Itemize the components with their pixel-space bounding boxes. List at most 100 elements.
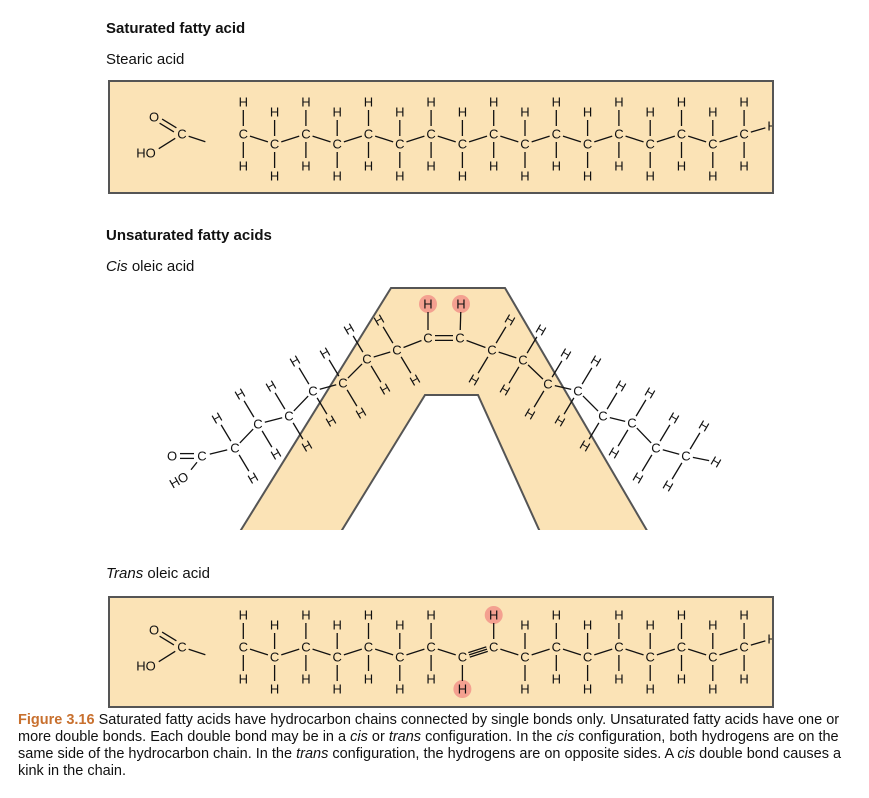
carbon-atom: C — [739, 127, 748, 142]
carbon-atom: C — [308, 384, 317, 399]
hydrogen-atom: H — [364, 95, 373, 110]
carbon-atom: C — [552, 640, 561, 655]
single-bond — [343, 648, 363, 656]
hydrogen-atom: H — [489, 608, 498, 623]
hydrogen-atom: H — [301, 159, 310, 174]
carbon-atom: C — [455, 331, 464, 346]
carbon-atom: C — [458, 650, 467, 665]
single-bond — [406, 135, 425, 143]
hydrogen-atom: H — [767, 632, 772, 647]
hydrogen-atom: H — [270, 618, 279, 633]
hydrogen-atom: H — [708, 453, 724, 471]
carbon-atom: C — [552, 127, 561, 142]
single-bond — [188, 135, 206, 143]
carbon-atom: C — [677, 127, 686, 142]
hydrogen-atom: H — [364, 159, 373, 174]
single-bond — [551, 360, 563, 378]
carbon-atom: C — [583, 137, 592, 152]
caption-trans: trans — [296, 746, 329, 762]
single-bond — [158, 137, 176, 150]
hydrogen-atom: H — [520, 105, 529, 120]
single-bond — [495, 326, 507, 344]
carbon-atom: C — [458, 137, 467, 152]
single-bond — [274, 392, 286, 410]
hydrogen-atom: H — [458, 105, 467, 120]
carbon-atom: C — [708, 137, 717, 152]
single-bond — [617, 429, 629, 447]
single-bond — [328, 359, 340, 377]
hydrogen-atom: H — [552, 95, 561, 110]
carbon-atom: C — [646, 650, 655, 665]
hydrogen-atom: H — [739, 159, 748, 174]
hydrogen-atom: H — [708, 682, 717, 697]
figure-label: Figure 3.16 — [18, 712, 95, 728]
cis-oleic-rest: oleic acid — [127, 258, 195, 275]
single-bond — [374, 135, 394, 143]
carbon-atom: C — [395, 137, 404, 152]
trans-oleic-acid-label: Trans oleic acid — [106, 565, 210, 582]
carbon-atom: C — [708, 650, 717, 665]
single-bond — [625, 648, 644, 656]
hydrogen-atom: H — [426, 672, 435, 687]
single-bond — [466, 339, 486, 349]
carbon-atom: C — [518, 353, 527, 368]
hydrogen-atom: H — [301, 95, 310, 110]
hydrogen-atom: H — [614, 159, 623, 174]
hydrogen-atom: H — [268, 445, 284, 463]
saturated-heading: Saturated fatty acid — [106, 20, 246, 37]
carbon-atom: C — [489, 127, 498, 142]
single-bond — [719, 648, 738, 656]
single-bond — [533, 390, 545, 408]
hydrogen-atom: H — [558, 345, 574, 363]
carbon-atom: C — [677, 640, 686, 655]
hydrogen-atom: H — [270, 169, 279, 184]
single-bond — [526, 336, 538, 354]
hydrogen-atom: H — [520, 169, 529, 184]
hydrogen-atom: H — [660, 477, 676, 495]
hydrogen-atom: H — [614, 608, 623, 623]
single-bond — [249, 135, 269, 143]
carbon-atom: C — [627, 416, 636, 431]
trans-oleic-rest: oleic acid — [143, 565, 210, 582]
hydrogen-atom: H — [767, 119, 772, 134]
hydrogen-atom: H — [614, 672, 623, 687]
hydrogen-atom: H — [245, 469, 261, 487]
single-bond — [671, 462, 683, 480]
single-bond — [563, 397, 575, 415]
carbon-atom: C — [426, 127, 435, 142]
cis-oleic-acid-panel — [239, 287, 648, 530]
single-bond — [500, 135, 519, 143]
carbon-atom: C — [177, 127, 186, 142]
hydrogen-atom: H — [696, 417, 712, 435]
hydrogen-atom: H — [426, 159, 435, 174]
hydrogen-atom: H — [333, 105, 342, 120]
double-bond — [159, 122, 175, 133]
single-bond — [346, 389, 358, 407]
carbon-atom: C — [573, 384, 582, 399]
hydroxyl-group: HO — [136, 659, 156, 674]
hydrogen-atom: H — [426, 608, 435, 623]
single-bond — [373, 351, 391, 358]
hydrogen-atom: H — [317, 344, 333, 362]
single-bond — [437, 648, 456, 656]
cis-oleic-acid-label: Cis oleic acid — [106, 258, 194, 275]
single-bond — [498, 351, 517, 359]
hydrogen-atom: H — [552, 672, 561, 687]
hydrogen-atom: H — [533, 321, 549, 339]
single-bond — [437, 135, 456, 143]
carbon-atom: C — [681, 449, 690, 464]
hydrogen-atom: H — [646, 169, 655, 184]
single-bond — [370, 365, 382, 383]
single-bond — [220, 424, 232, 442]
hydrogen-atom: H — [456, 297, 465, 312]
hydrogen-atom: H — [287, 352, 303, 370]
hydrogen-atom: H — [364, 672, 373, 687]
carbon-atom: C — [364, 640, 373, 655]
carbon-atom: C — [333, 650, 342, 665]
hydrogen-atom: H — [630, 469, 646, 487]
single-bond — [609, 417, 626, 422]
unsaturated-heading: Unsaturated fatty acids — [106, 227, 272, 244]
single-bond — [662, 449, 680, 455]
single-bond — [343, 135, 363, 143]
